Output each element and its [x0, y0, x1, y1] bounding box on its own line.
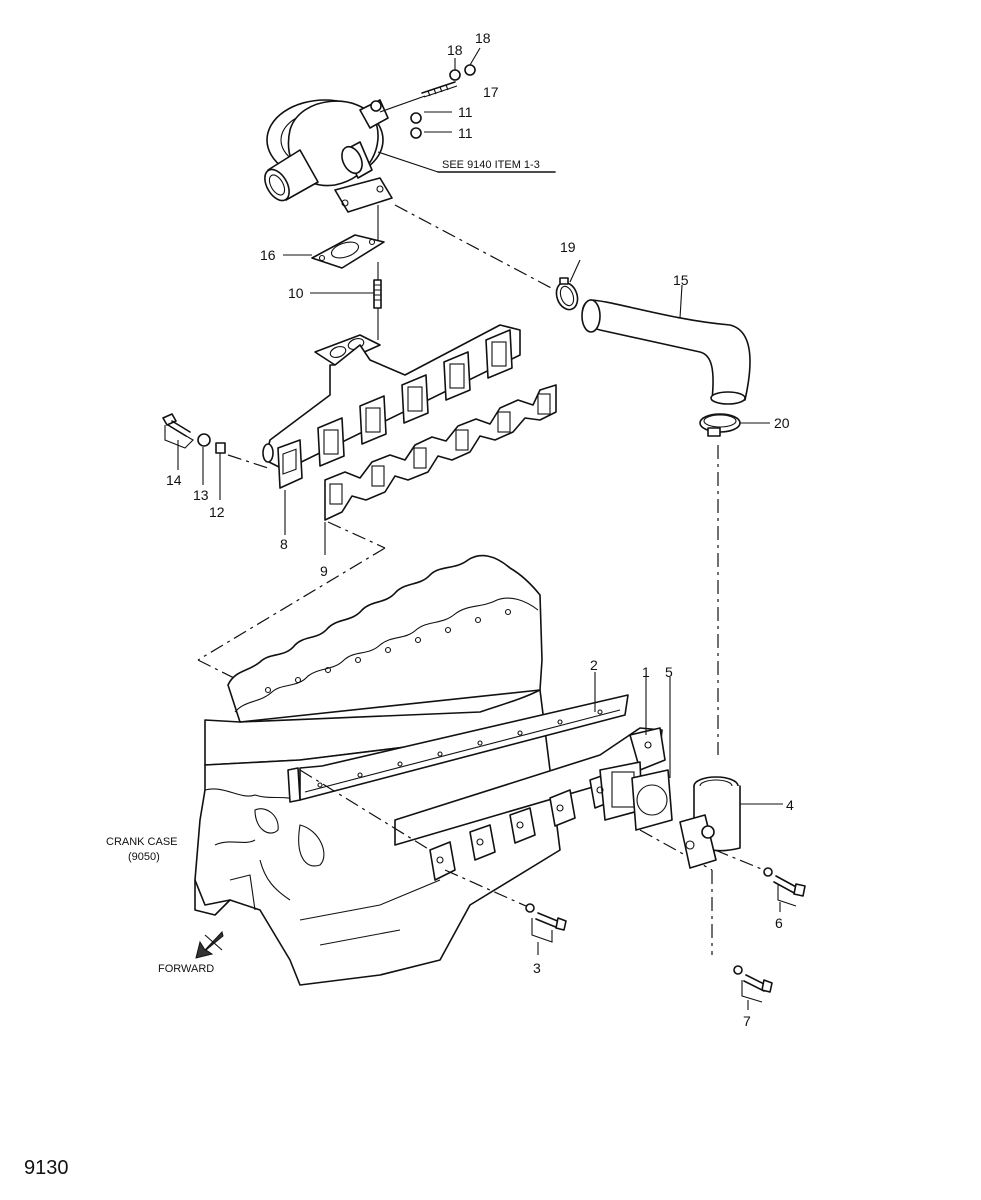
callout-16: 16	[260, 247, 276, 263]
see-ref-note: SEE 9140 ITEM 1-3	[442, 159, 540, 171]
inlet-elbow-4	[679, 776, 741, 869]
callout-7: 7	[743, 1013, 751, 1029]
spacer-12	[215, 442, 226, 454]
callout-11-upper: 11	[458, 104, 473, 120]
hose-15	[581, 299, 751, 405]
callout-12: 12	[209, 504, 225, 520]
nut-18	[449, 69, 461, 81]
page-number: 9130	[24, 1157, 69, 1179]
callout-17: 17	[483, 84, 499, 100]
forward-arrow-icon	[195, 930, 224, 959]
washer-18	[464, 64, 476, 76]
callout-11-lower: 11	[458, 125, 473, 141]
bolt-14	[162, 413, 194, 449]
engine-block-crank-case	[194, 554, 561, 986]
crank-case-label: CRANK CASE	[106, 836, 178, 848]
clamp-19	[555, 277, 579, 311]
exhaust-manifold-8	[262, 324, 521, 489]
nut-11-upper	[410, 112, 422, 124]
callout-leaders	[177, 47, 781, 1010]
callout-5: 5	[665, 664, 673, 680]
callout-6: 6	[775, 915, 783, 931]
washer-13	[197, 433, 211, 447]
bolt-6	[763, 867, 806, 907]
callout-18-left: 18	[447, 42, 463, 58]
intake-manifold-1	[394, 727, 666, 881]
leader-see-ref	[377, 151, 439, 173]
callout-2: 2	[590, 657, 598, 673]
callout-15: 15	[673, 272, 689, 288]
crank-case-ref: (9050)	[128, 851, 160, 863]
manifold-gasket-9	[324, 384, 557, 521]
elbow-gasket-5	[631, 769, 673, 831]
clamp-20	[699, 413, 741, 437]
callout-19: 19	[560, 239, 576, 255]
callout-14: 14	[166, 472, 182, 488]
callout-3: 3	[533, 960, 541, 976]
intake-gasket-2	[287, 694, 629, 803]
forward-label: FORWARD	[158, 963, 214, 975]
bolt-3	[525, 903, 567, 943]
nut-11-lower	[410, 127, 422, 139]
callout-1: 1	[642, 664, 650, 680]
stud-10	[373, 279, 382, 309]
callout-10: 10	[288, 285, 304, 301]
turbocharger	[264, 99, 393, 213]
bolt-7	[733, 965, 773, 1003]
callout-9: 9	[320, 563, 328, 579]
callout-13: 13	[193, 487, 209, 503]
callout-18-right: 18	[475, 30, 491, 46]
callout-20: 20	[774, 415, 790, 431]
leader-17-turbo	[379, 95, 426, 113]
callout-4: 4	[786, 797, 794, 813]
turbo-gasket-16	[311, 234, 385, 269]
callout-8: 8	[280, 536, 288, 552]
stud-17	[421, 81, 458, 98]
